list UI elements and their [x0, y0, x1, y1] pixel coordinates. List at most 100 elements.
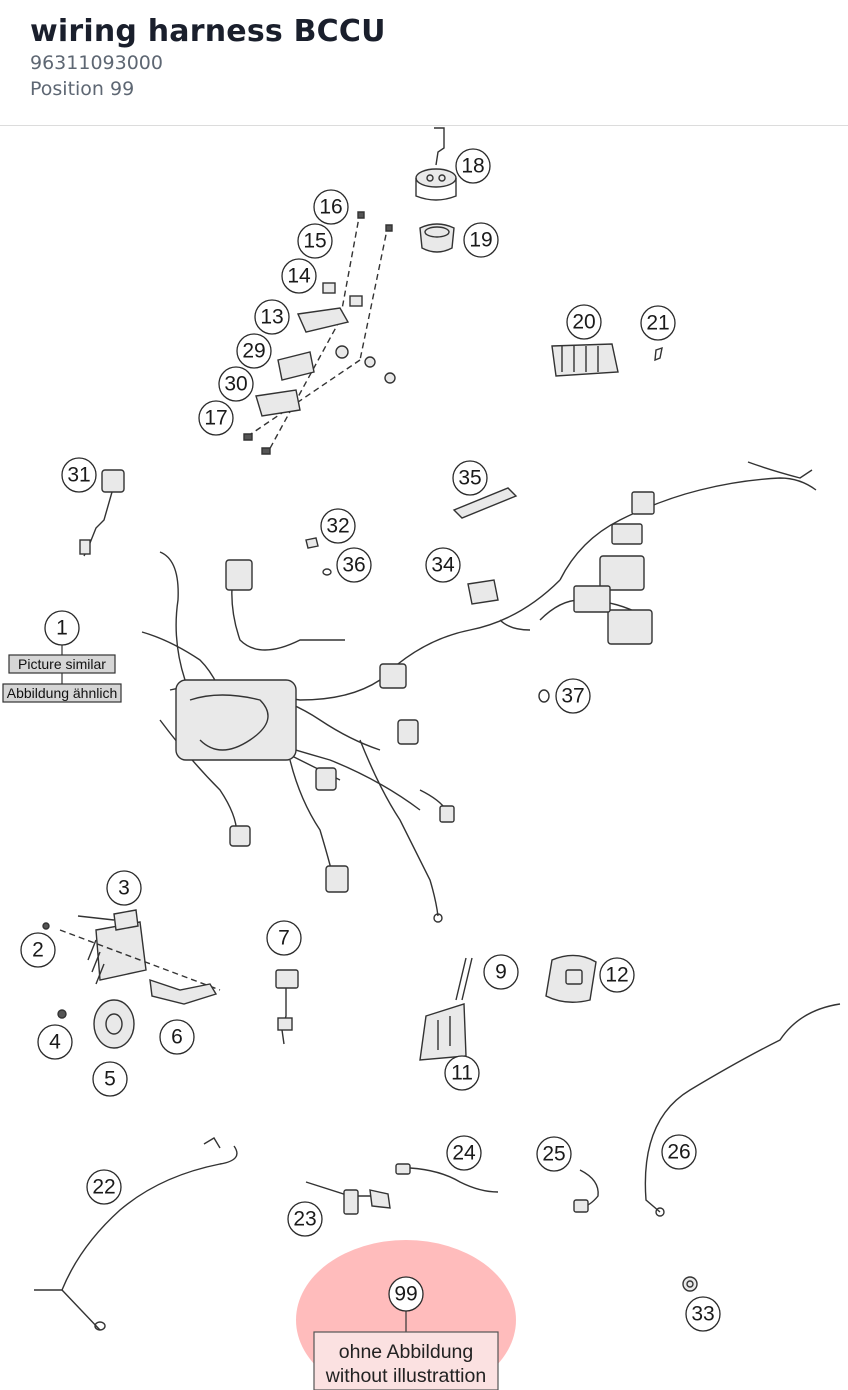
callout-33[interactable]: 33: [685, 1296, 721, 1332]
callout-31[interactable]: 31: [61, 457, 97, 493]
callout-29[interactable]: 29: [236, 333, 272, 369]
connector-18-drawing: [415, 127, 457, 201]
callout-12-label: 12: [605, 964, 628, 987]
callout-22-label: 22: [92, 1176, 115, 1199]
callout-30[interactable]: 30: [218, 366, 254, 402]
callout-22[interactable]: 22: [86, 1169, 122, 1205]
callout-6[interactable]: 6: [159, 1019, 195, 1055]
callout-25[interactable]: 25: [536, 1136, 572, 1172]
callout-25-label: 25: [542, 1143, 565, 1166]
callout-11[interactable]: 11: [444, 1055, 480, 1091]
callout-19[interactable]: 19: [463, 222, 499, 258]
part-25-drawing: [573, 1169, 599, 1213]
callout-35-label: 35: [458, 467, 481, 490]
callout-13[interactable]: 13: [254, 299, 290, 335]
grommet-33-drawing: [682, 1276, 698, 1292]
callout-15[interactable]: 15: [297, 223, 333, 259]
callout-14[interactable]: 14: [281, 258, 317, 294]
callout-11-label: 11: [451, 1062, 473, 1085]
callout-3-label: 3: [118, 877, 130, 900]
abbildung-aehnlich-label: Abbildung ähnlich: [2, 683, 122, 703]
callout-4[interactable]: 4: [37, 1024, 73, 1060]
callout-5-label: 5: [104, 1068, 116, 1091]
fuse-block-20-drawing: [551, 343, 619, 377]
callout-29-label: 29: [242, 340, 265, 363]
callout-36[interactable]: 36: [336, 547, 372, 583]
callout-24-label: 24: [452, 1142, 476, 1165]
grommet-32-drawing: [305, 537, 319, 549]
callout-13-label: 13: [260, 306, 283, 329]
callout-37[interactable]: 37: [555, 678, 591, 714]
relay-34-drawing: [467, 579, 499, 605]
oring-36-drawing: [322, 568, 332, 576]
callout-3[interactable]: 3: [106, 870, 142, 906]
without-illustration-note: ohne Abbildung without illustrattion: [313, 1331, 499, 1390]
callout-18[interactable]: 18: [455, 148, 491, 184]
exploded-parts-diagram: Picture similar Abbildung ähnlich ohne A…: [2, 127, 841, 1390]
note-en-text: without illustrattion: [325, 1365, 486, 1387]
callout-32-label: 32: [326, 515, 349, 538]
cover-12-drawing: [545, 954, 597, 1003]
callout-33-label: 33: [691, 1303, 714, 1326]
part-number: 96311093000: [30, 52, 163, 74]
oring-37-drawing: [538, 689, 550, 703]
callout-99[interactable]: 99: [388, 1276, 424, 1312]
callout-23-label: 23: [293, 1208, 316, 1231]
callout-12[interactable]: 12: [599, 957, 635, 993]
callout-23[interactable]: 23: [287, 1201, 323, 1237]
callout-9-label: 9: [495, 961, 507, 984]
callout-24[interactable]: 24: [446, 1135, 482, 1171]
callout-16-label: 16: [319, 196, 342, 219]
callout-26-label: 26: [667, 1141, 690, 1164]
callout-2[interactable]: 2: [20, 932, 56, 968]
page-header: wiring harness BCCU 96311093000 Position…: [0, 0, 848, 126]
callout-34[interactable]: 34: [425, 547, 461, 583]
main-wiring-harness-drawing: [141, 461, 817, 923]
callout-31-label: 31: [67, 464, 90, 487]
callout-6-label: 6: [171, 1026, 183, 1049]
sensor-31-drawing: [79, 469, 125, 557]
callout-16[interactable]: 16: [313, 189, 349, 225]
callout-4-label: 4: [49, 1031, 61, 1054]
horn-assembly-drawing: [42, 909, 221, 1049]
callout-9[interactable]: 9: [483, 954, 519, 990]
abbildung-aehnlich-text: Abbildung ähnlich: [7, 685, 118, 701]
callout-5[interactable]: 5: [92, 1061, 128, 1097]
callout-36-label: 36: [342, 554, 365, 577]
part-23-drawing: [305, 1181, 391, 1215]
callout-1-label: 1: [56, 617, 68, 640]
callout-7[interactable]: 7: [266, 920, 302, 956]
picture-similar-label: Picture similar: [8, 654, 116, 674]
callout-20-label: 20: [572, 311, 595, 334]
callout-19-label: 19: [469, 229, 492, 252]
callout-17-label: 17: [204, 407, 227, 430]
callout-14-label: 14: [287, 265, 311, 288]
callout-99-label: 99: [394, 1283, 417, 1306]
callout-34-label: 34: [431, 554, 455, 577]
callout-35[interactable]: 35: [452, 460, 488, 496]
callout-21-label: 21: [646, 312, 669, 335]
picture-similar-text: Picture similar: [18, 656, 106, 672]
connector-7-drawing: [275, 969, 299, 1045]
callout-26[interactable]: 26: [661, 1134, 697, 1170]
callout-32[interactable]: 32: [320, 508, 356, 544]
callout-18-label: 18: [461, 155, 484, 178]
cable-22-drawing: [34, 1137, 238, 1331]
bracket-stack-drawing: [243, 211, 396, 455]
position-label: Position 99: [30, 78, 135, 100]
connector-9-11-drawing: [419, 957, 473, 1061]
callout-2-label: 2: [32, 939, 44, 962]
callout-17[interactable]: 17: [198, 400, 234, 436]
cap-19-drawing: [419, 223, 455, 253]
bracket-35-drawing: [452, 487, 518, 519]
callout-20[interactable]: 20: [566, 304, 602, 340]
callout-1[interactable]: 1: [44, 610, 80, 646]
callout-21[interactable]: 21: [640, 305, 676, 341]
callout-30-label: 30: [224, 373, 247, 396]
callout-37-label: 37: [561, 685, 584, 708]
part-24-drawing: [395, 1163, 499, 1193]
callout-15-label: 15: [303, 230, 326, 253]
callout-7-label: 7: [278, 927, 290, 950]
note-de-text: ohne Abbildung: [339, 1341, 473, 1363]
part-26-drawing: [644, 1003, 841, 1217]
